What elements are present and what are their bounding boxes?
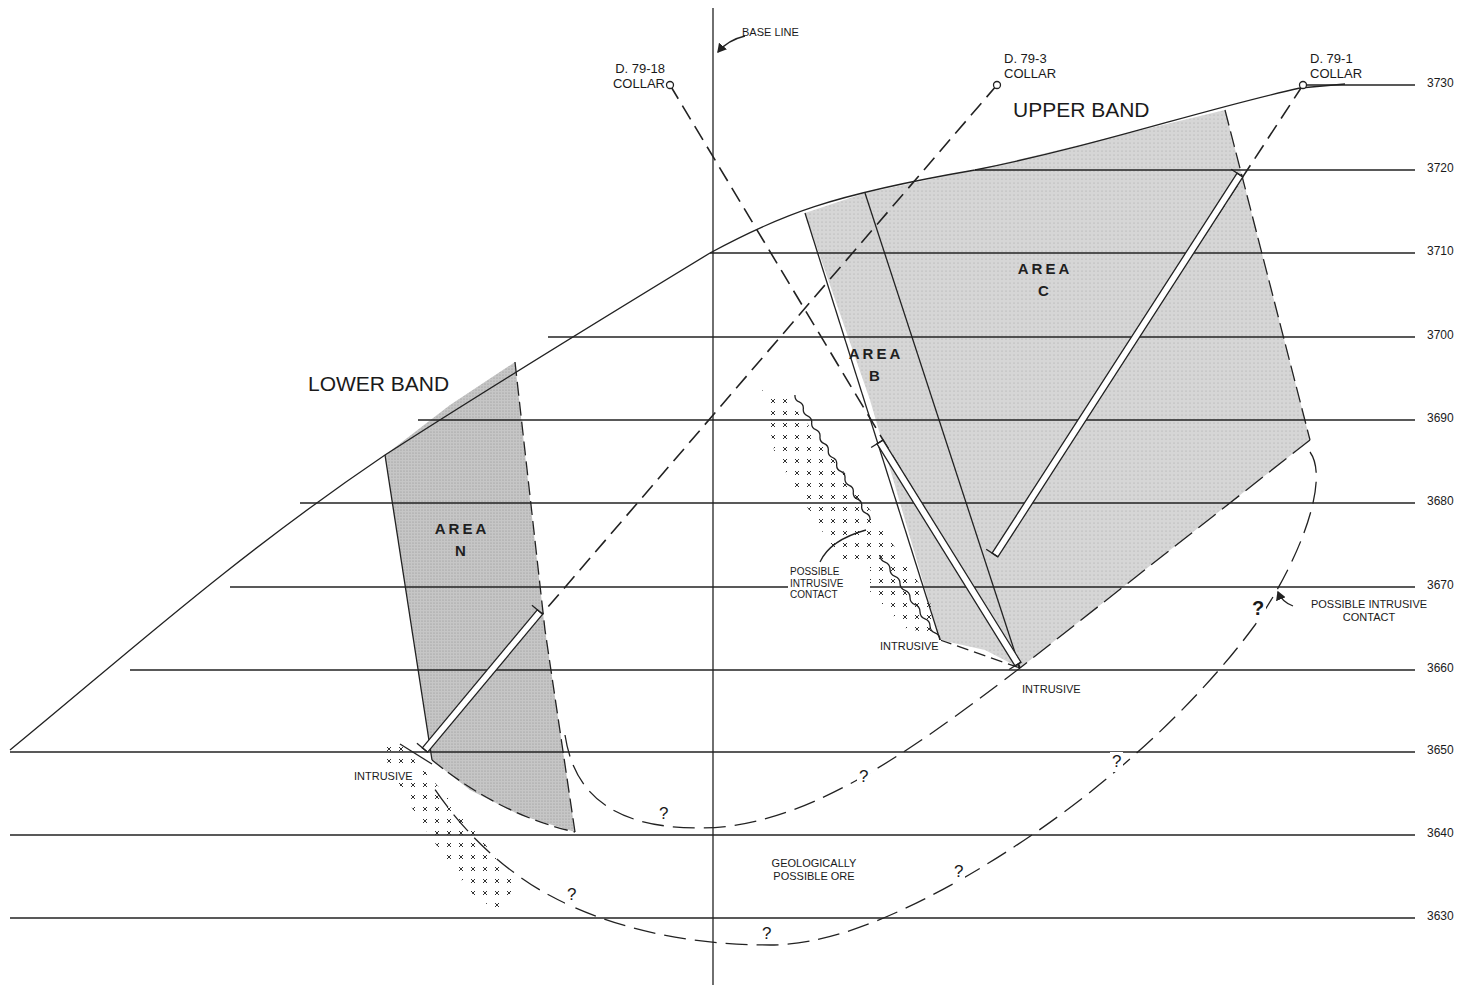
- area-fill: [865, 110, 1310, 668]
- area-label: AREA C: [1013, 258, 1077, 302]
- collar-label: D. 79-18 COLLAR: [585, 62, 665, 92]
- elevation-label: 3640: [1427, 827, 1454, 841]
- area-label: AREA N: [430, 518, 494, 562]
- area-fill: [385, 362, 575, 832]
- query-mark: ?: [760, 924, 773, 944]
- rock-label: INTRUSIVE: [878, 640, 941, 653]
- contact-line: [400, 744, 432, 764]
- base-line-leader: [718, 36, 745, 52]
- contact-wave: [795, 395, 870, 520]
- elevation-line: [1300, 84, 1415, 85]
- query-mark: ?: [565, 885, 578, 905]
- possible-contact-inner: [565, 668, 1020, 828]
- area-label: AREA B: [844, 343, 908, 387]
- elevation-line: [10, 917, 1415, 918]
- query-mark: ?: [952, 862, 965, 882]
- base-line: [712, 8, 713, 985]
- elevation-label: 3680: [1427, 495, 1454, 509]
- elevation-label: 3690: [1427, 412, 1454, 426]
- area-shape: [865, 110, 1310, 668]
- elevation-line: [10, 834, 1415, 835]
- elevation-label: 3660: [1427, 662, 1454, 676]
- ore-area: AREA C: [865, 110, 1310, 668]
- base-line-label: BASE LINE: [742, 26, 799, 39]
- ground-surface: [10, 84, 1345, 750]
- elevation-label: 3730: [1427, 77, 1454, 91]
- elevation-label: 3670: [1427, 579, 1454, 593]
- contact-leader: [1278, 592, 1293, 606]
- elevation-label: 3650: [1427, 744, 1454, 758]
- collar: [1300, 82, 1307, 89]
- query-mark: ?: [1250, 597, 1266, 620]
- elevation-label: 3710: [1427, 245, 1454, 259]
- elevation-line: [10, 751, 1415, 752]
- ore-note: GEOLOGICALLY POSSIBLE ORE: [752, 857, 876, 882]
- rock-label: INTRUSIVE: [352, 770, 415, 783]
- query-mark: ?: [657, 804, 670, 824]
- collar-label: D. 79-1 COLLAR: [1310, 52, 1390, 82]
- collar: [667, 82, 674, 89]
- elevation-label: 3700: [1427, 329, 1454, 343]
- query-mark: ?: [857, 767, 870, 787]
- contact-leader: [820, 530, 866, 562]
- query-mark: ?: [1110, 752, 1123, 772]
- elevation-lines: [10, 85, 1415, 918]
- elevation-label: 3720: [1427, 162, 1454, 176]
- interval-tick: [417, 743, 428, 752]
- interval-tick: [871, 440, 883, 447]
- band-label: LOWER BAND: [308, 372, 449, 396]
- elevation-line: [130, 669, 1415, 670]
- collar-label: D. 79-3 COLLAR: [1004, 52, 1084, 82]
- band-label: UPPER BAND: [1013, 98, 1150, 122]
- ore-area: AREA N: [385, 362, 575, 832]
- area-shape: [385, 362, 575, 832]
- contact-note: POSSIBLE INTRUSIVE CONTACT: [788, 566, 870, 601]
- rock-label: INTRUSIVE: [1020, 683, 1083, 696]
- collar: [994, 82, 1001, 89]
- elevation-label: 3630: [1427, 910, 1454, 924]
- contact-note: POSSIBLE INTRUSIVE CONTACT: [1297, 598, 1441, 623]
